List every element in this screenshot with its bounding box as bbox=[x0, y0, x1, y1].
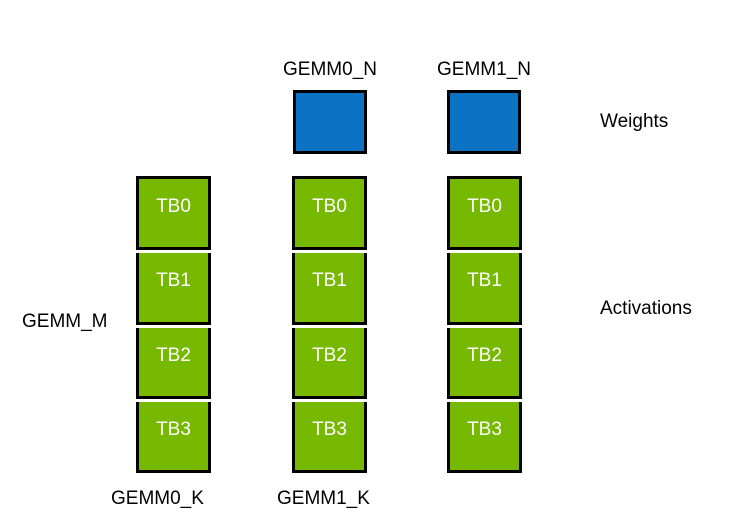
activation-cell: TB2 bbox=[136, 327, 211, 399]
activation-cell-label: TB3 bbox=[467, 418, 502, 440]
activation-cell: TB1 bbox=[447, 253, 522, 325]
activation-cell-label: TB2 bbox=[312, 344, 347, 366]
activation-column-2: TB0 TB1 TB2 TB3 bbox=[447, 176, 522, 473]
activation-cell: TB3 bbox=[447, 401, 522, 473]
activation-cell-label: TB1 bbox=[156, 270, 191, 292]
legend-label-weights: Weights bbox=[600, 111, 669, 132]
activation-cell-label: TB0 bbox=[467, 196, 502, 218]
activation-cell: TB2 bbox=[447, 327, 522, 399]
axis-label-gemm0-k: GEMM0_K bbox=[111, 488, 204, 509]
activation-cell: TB3 bbox=[136, 401, 211, 473]
activation-cell-label: TB1 bbox=[467, 270, 502, 292]
top-label-gemm1-n-line1: GEMM1_N bbox=[437, 59, 531, 80]
activation-column-1: TB0 TB1 TB2 TB3 bbox=[292, 176, 367, 473]
axis-label-gemm1-k: GEMM1_K bbox=[277, 488, 370, 509]
activation-cell: TB1 bbox=[292, 253, 367, 325]
activation-cell-label: TB3 bbox=[156, 418, 191, 440]
legend-label-activations: Activations bbox=[600, 298, 692, 319]
activation-column-0: TB0 TB1 TB2 TB3 bbox=[136, 176, 211, 473]
weight-block-gemm0 bbox=[293, 90, 367, 154]
activation-cell-label: TB3 bbox=[312, 418, 347, 440]
activation-cell-label: TB2 bbox=[467, 344, 502, 366]
activation-cell: TB0 bbox=[136, 176, 211, 251]
weight-block-gemm1 bbox=[447, 90, 521, 154]
activation-cell-label: TB0 bbox=[156, 196, 191, 218]
activation-cell: TB0 bbox=[447, 176, 522, 251]
activation-cell-label: TB2 bbox=[156, 344, 191, 366]
activation-cell-label: TB0 bbox=[312, 196, 347, 218]
activation-cell: TB1 bbox=[136, 253, 211, 325]
activation-cell-label: TB1 bbox=[312, 270, 347, 292]
activation-cell: TB2 bbox=[292, 327, 367, 399]
axis-label-gemm-m: GEMM_M bbox=[22, 311, 108, 332]
activation-cell: TB0 bbox=[292, 176, 367, 251]
activation-cell: TB3 bbox=[292, 401, 367, 473]
top-label-gemm0-n-line1: GEMM0_N bbox=[283, 59, 377, 80]
